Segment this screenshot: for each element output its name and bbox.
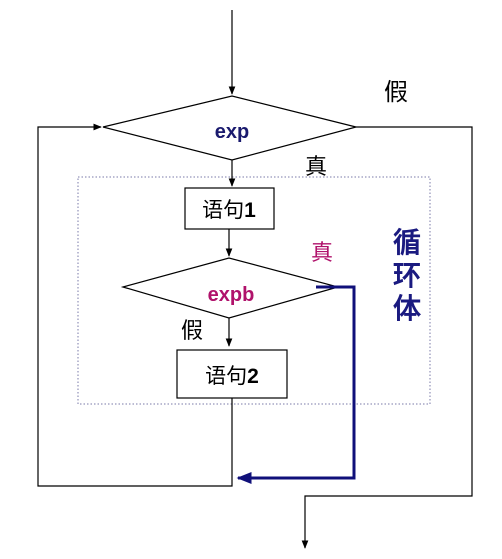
loop-back-path: [37, 123, 233, 487]
expb-condition-label: expb: [208, 284, 255, 306]
expb-true-label: 真: [311, 241, 333, 266]
exp-false-path: [301, 126, 473, 549]
expb-true-continue-path: [236, 285, 356, 484]
loop-body-char-2: 环: [393, 259, 421, 292]
statement2-box: [176, 349, 288, 399]
loop-body-char-3: 体: [393, 292, 422, 325]
loop-body-char-1: 循: [393, 226, 421, 259]
loop-body-region: [77, 176, 431, 405]
statement1-box: [184, 187, 275, 230]
exp-false-label: 假: [384, 78, 408, 106]
exp-true-label: 真: [305, 155, 327, 180]
expb-false-label: 假: [181, 319, 203, 344]
statement2-label: 语句2: [205, 364, 259, 388]
statement1-label: 语句1: [202, 198, 256, 222]
exp-condition-label: exp: [215, 121, 249, 143]
